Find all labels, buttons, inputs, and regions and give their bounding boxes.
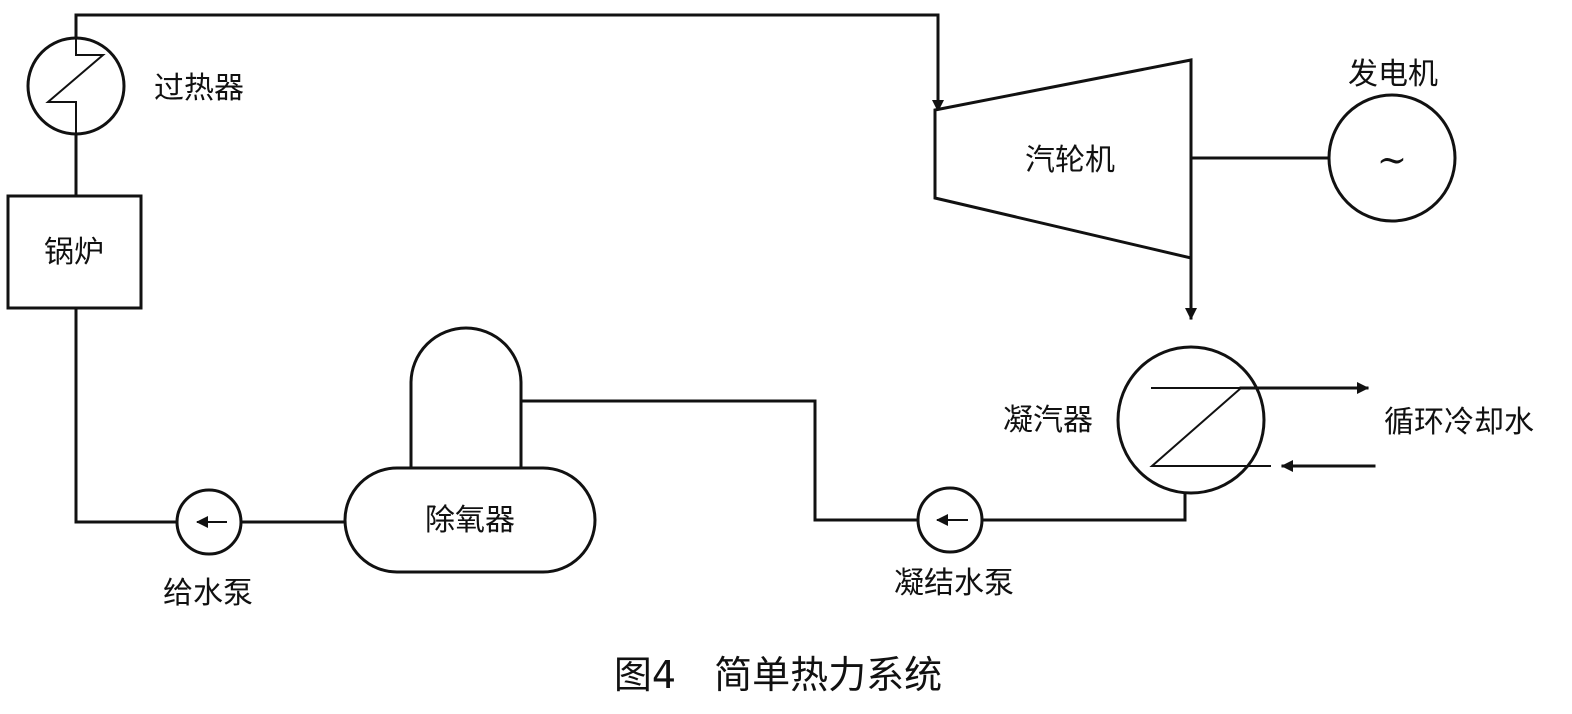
generator-symbol: ~ (1377, 140, 1407, 181)
deaerator: 除氧器 (343, 326, 597, 574)
generator-circle (1327, 93, 1457, 223)
superheater (26, 36, 126, 136)
condenser (1116, 345, 1271, 495)
deaerator-label: 除氧器 (425, 503, 515, 538)
turbine-label: 汽轮机 (1025, 143, 1115, 178)
generator: ~ (1327, 93, 1457, 223)
condenser-pump-pipe (980, 488, 1187, 522)
feed-water-pipe (74, 306, 179, 524)
main-steam-pipe (74, 13, 944, 112)
boiler: 锅炉 (6, 194, 143, 310)
feed-pump-label: 给水泵 (163, 576, 253, 611)
superheater-label: 过热器 (154, 71, 244, 106)
condensate-pump-label: 凝结水泵 (894, 566, 1014, 601)
boiler-label: 锅炉 (44, 235, 104, 270)
condenser-coil (1149, 387, 1271, 467)
condenser-label: 凝汽器 (1003, 403, 1093, 438)
cooling-water-label: 循环冷却水 (1384, 405, 1534, 440)
deaerator-dome (409, 326, 523, 472)
feed-pump (175, 488, 243, 556)
figure-caption: 图4 简单热力系统 (614, 653, 942, 697)
condenser-circle (1116, 345, 1266, 495)
condensate-line (519, 399, 920, 522)
superheater-coil (45, 39, 106, 135)
turbine: 汽轮机 (933, 58, 1193, 260)
generator-label: 发电机 (1348, 57, 1438, 92)
condensate-pump (916, 486, 984, 554)
deaerator-tank (343, 466, 597, 574)
